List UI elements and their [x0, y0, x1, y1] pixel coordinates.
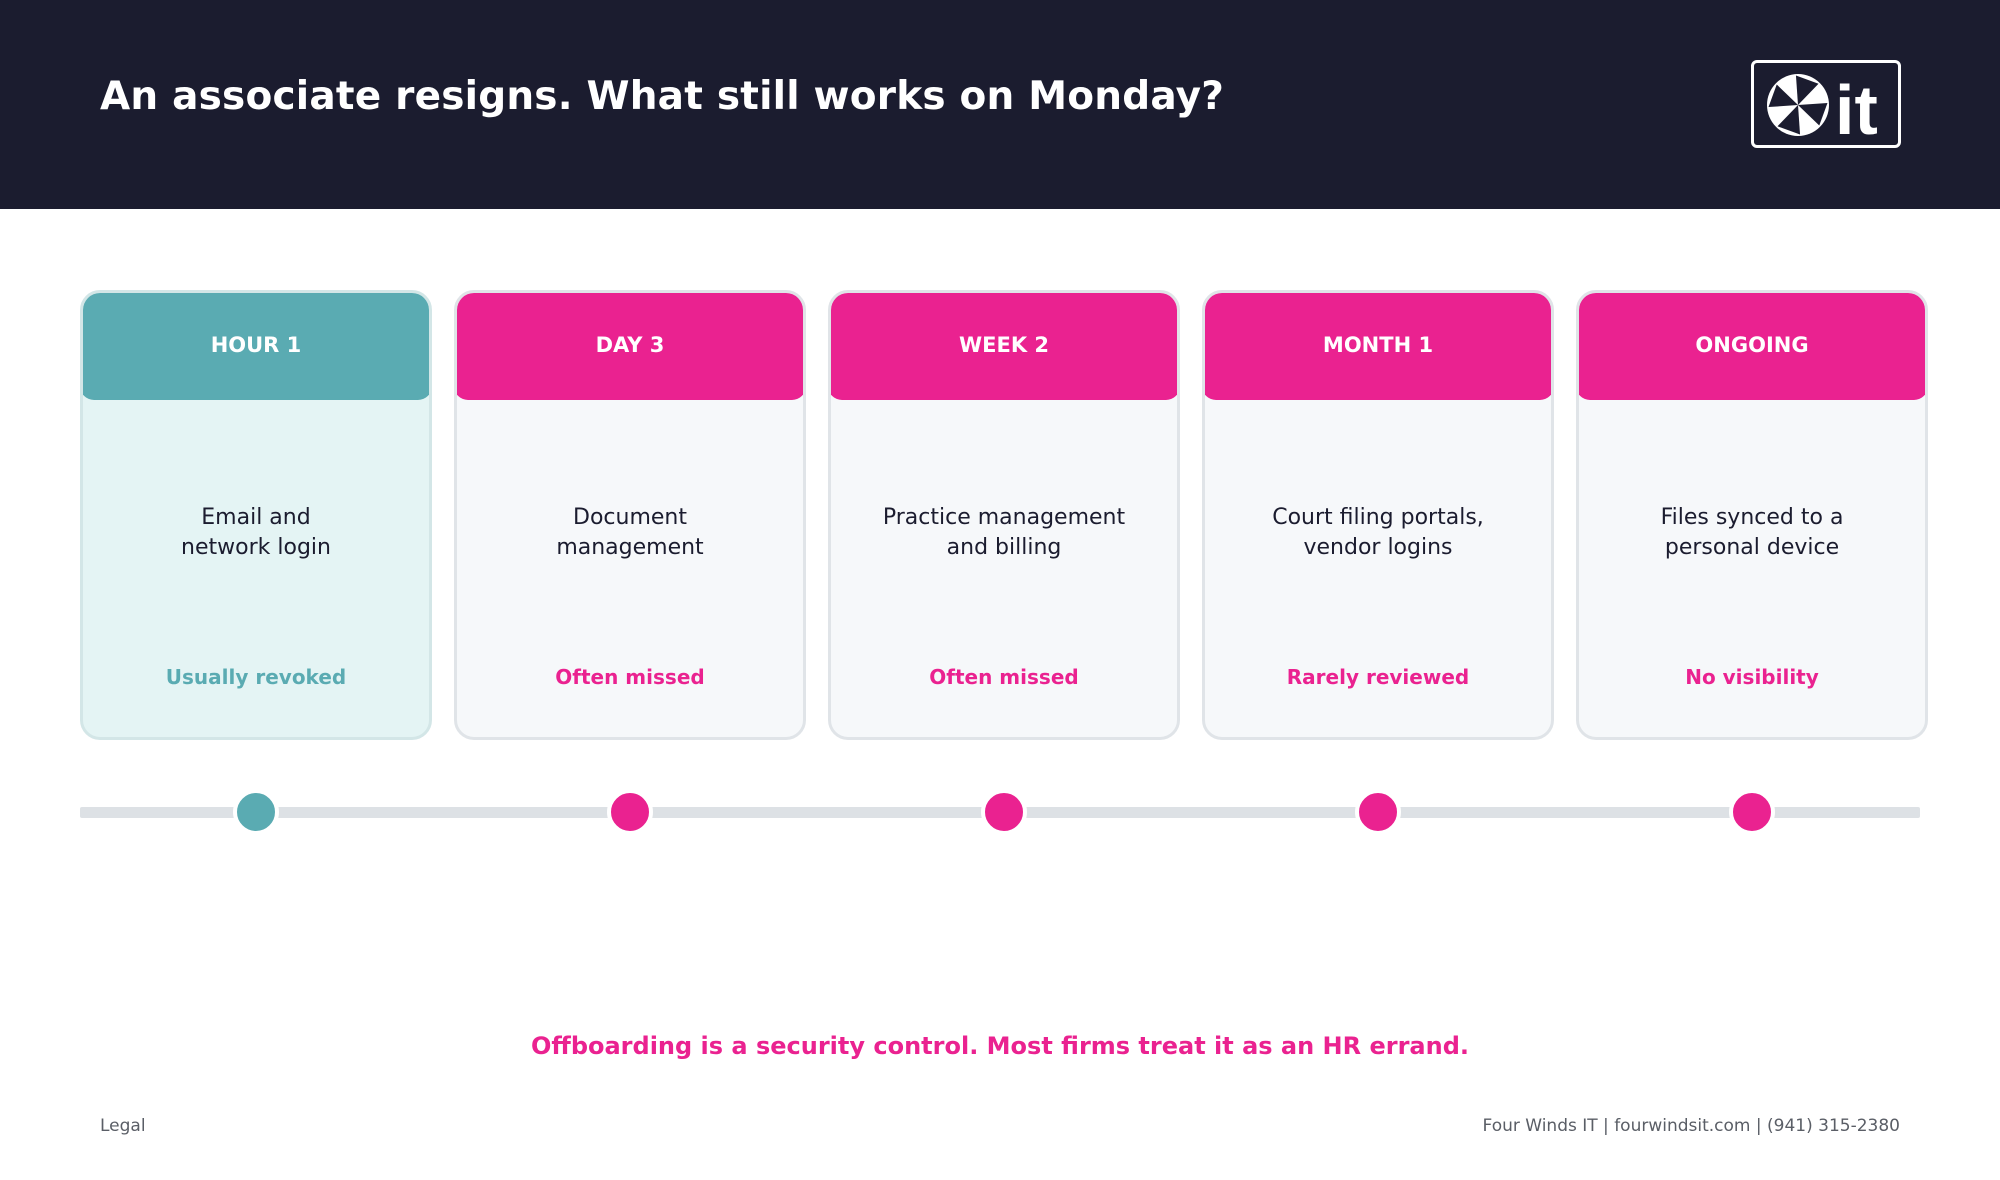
- stage-system: Files synced to a personal device: [1660, 505, 1844, 560]
- company-logo: it: [1751, 60, 1901, 148]
- stage-system: Court filing portals, vendor logins: [1272, 505, 1484, 560]
- stage-status: Often missed: [929, 665, 1079, 689]
- stage-label: ONGOING: [1579, 293, 1925, 400]
- stage-status: No visibility: [1685, 665, 1819, 689]
- page-title: An associate resigns. What still works o…: [100, 74, 1225, 119]
- stage-system: Document management: [556, 505, 704, 560]
- stage-label: MONTH 1: [1205, 293, 1551, 400]
- stage-system: Email and network login: [181, 505, 331, 560]
- logo-text: it: [1835, 71, 1878, 142]
- stage-label: DAY 3: [457, 293, 803, 400]
- stage-label: WEEK 2: [831, 293, 1177, 400]
- timeline-marker-week-2: [981, 789, 1027, 835]
- stage-label: HOUR 1: [83, 293, 429, 400]
- stage-system: Practice management and billing: [882, 505, 1126, 560]
- compass-logo-icon: it: [1767, 71, 1878, 142]
- footer-contact: Four Winds IT | fourwindsit.com | (941) …: [1482, 1116, 1900, 1136]
- stage-status: Rarely reviewed: [1286, 665, 1470, 689]
- timeline-marker-ongoing: [1729, 789, 1775, 835]
- header-bar: An associate resigns. What still works o…: [0, 0, 2000, 209]
- footer-category: Legal: [100, 1116, 146, 1136]
- stage-status: Often missed: [555, 665, 705, 689]
- timeline-marker-hour-1: [233, 789, 279, 835]
- stage-card-ongoing: ONGOING Files synced to a personal device…: [1576, 290, 1928, 740]
- stage-card-month-1: MONTH 1 Court filing portals, vendor logi…: [1202, 290, 1554, 740]
- tagline: Offboarding is a security control. Most …: [530, 1032, 1470, 1060]
- timeline-marker-day-3: [607, 789, 653, 835]
- stage-status: Usually revoked: [165, 665, 347, 689]
- timeline-marker-month-1: [1355, 789, 1401, 835]
